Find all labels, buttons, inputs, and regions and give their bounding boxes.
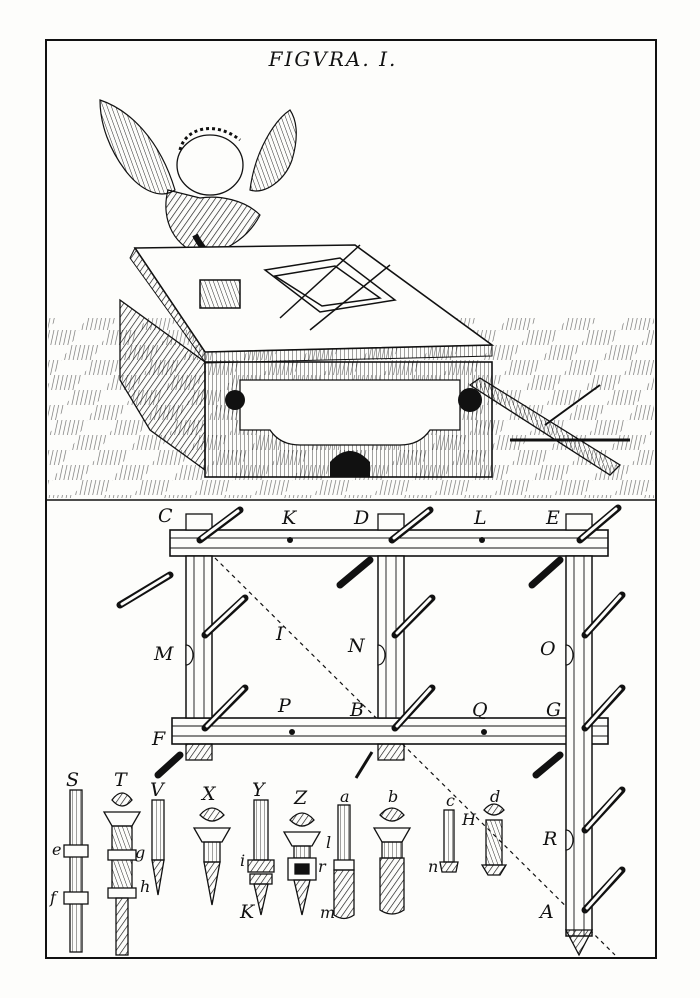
label-N: N xyxy=(347,635,366,657)
left-wing xyxy=(99,99,176,195)
label-r: r xyxy=(318,857,327,876)
label-O: O xyxy=(540,638,556,660)
label-V: V xyxy=(150,779,166,801)
label-n: n xyxy=(428,857,438,876)
pin-d xyxy=(480,803,508,876)
label-h: h xyxy=(140,877,150,896)
pin-X xyxy=(192,807,232,906)
label-l: l xyxy=(326,833,331,852)
label-M: M xyxy=(153,643,174,665)
label-L: L xyxy=(473,507,487,529)
middle-upright xyxy=(377,555,405,719)
pin-V xyxy=(151,799,165,896)
label-Y: Y xyxy=(252,779,267,801)
label-f: f xyxy=(49,888,59,907)
pin-c xyxy=(439,809,459,873)
bottom-rail xyxy=(171,717,609,745)
label-R: R xyxy=(542,828,557,850)
cherub-torso xyxy=(165,189,261,256)
label-i: i xyxy=(240,851,245,870)
label-C: C xyxy=(158,505,173,527)
label-b: b xyxy=(388,787,398,806)
label-S: S xyxy=(66,769,79,791)
label-G: G xyxy=(546,699,561,721)
label-F: F xyxy=(151,728,166,750)
top-rail xyxy=(169,529,609,557)
pin-Y xyxy=(247,799,275,916)
label-B: B xyxy=(349,699,364,721)
label-a: a xyxy=(340,787,350,806)
right-wing xyxy=(249,109,297,192)
label-D: D xyxy=(353,507,369,529)
label-Z: Z xyxy=(293,787,308,809)
drawing-frame xyxy=(199,244,397,331)
label-H: H xyxy=(461,810,477,829)
right-upright xyxy=(565,555,593,937)
label-X: X xyxy=(200,783,217,805)
label-d: d xyxy=(490,787,500,806)
pin-T xyxy=(102,792,142,956)
label-e: e xyxy=(52,840,61,859)
frame-diagram: C K D L E M I N O F P B Q G R A H xyxy=(116,504,626,957)
label-A: A xyxy=(538,901,554,923)
desk-body xyxy=(119,298,493,478)
label-m: m xyxy=(320,903,335,922)
label-E: E xyxy=(545,507,560,529)
left-upright xyxy=(185,555,213,719)
label-P: P xyxy=(277,695,292,717)
label-c: c xyxy=(446,791,455,810)
cherub-head xyxy=(176,134,244,196)
diagonal-line xyxy=(214,557,616,956)
label-g: g xyxy=(135,843,145,862)
pin-S xyxy=(63,789,89,953)
label-k: K xyxy=(239,901,256,923)
pins-row xyxy=(63,789,508,956)
label-K: K xyxy=(281,507,298,529)
leaning-rod xyxy=(468,377,630,476)
pin-a xyxy=(333,804,355,920)
label-Q: Q xyxy=(472,699,488,721)
upper-scene xyxy=(48,99,654,498)
plate-border xyxy=(45,39,657,959)
label-T: T xyxy=(114,769,128,791)
pin-b xyxy=(372,807,412,915)
figure-title: FIGVRA. I. xyxy=(268,47,398,71)
point-a-tip xyxy=(564,929,594,957)
pin-Z xyxy=(282,812,322,916)
label-I: I xyxy=(275,623,284,645)
